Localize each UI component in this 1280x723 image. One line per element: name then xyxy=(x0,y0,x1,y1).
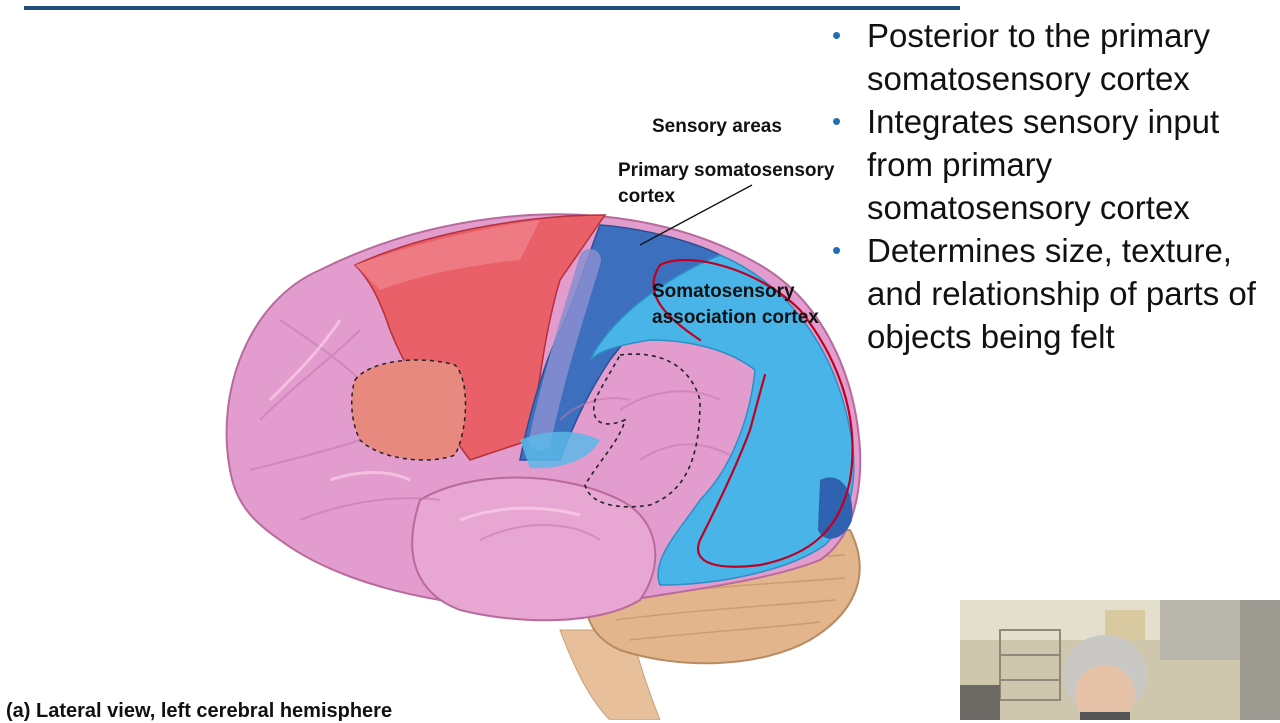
bullet-list: • Posterior to the primary somatosensory… xyxy=(832,14,1272,358)
primary-somatosensory-label: Primary somatosensory cortex xyxy=(618,158,868,210)
bullet-dot-icon: • xyxy=(832,14,841,57)
bullet-dot-icon: • xyxy=(832,229,841,272)
temporal-lobe xyxy=(412,478,655,621)
sensory-areas-heading: Sensory areas xyxy=(652,114,782,140)
bullet-item: • Determines size, texture, and relation… xyxy=(832,229,1272,358)
bullet-item: • Integrates sensory input from primary … xyxy=(832,100,1272,229)
bullet-item: • Posterior to the primary somatosensory… xyxy=(832,14,1272,100)
presenter-webcam xyxy=(960,600,1280,720)
bullet-text: Integrates sensory input from primary so… xyxy=(867,103,1219,226)
bullet-text: Determines size, texture, and relationsh… xyxy=(867,232,1256,355)
bullet-dot-icon: • xyxy=(832,100,841,143)
bullet-text: Posterior to the primary somatosensory c… xyxy=(867,17,1210,97)
brain-lateral-view-diagram xyxy=(0,0,960,720)
dashed-region-frontal xyxy=(352,360,466,460)
association-cortex-label: Somatosensory association cortex xyxy=(652,279,852,331)
